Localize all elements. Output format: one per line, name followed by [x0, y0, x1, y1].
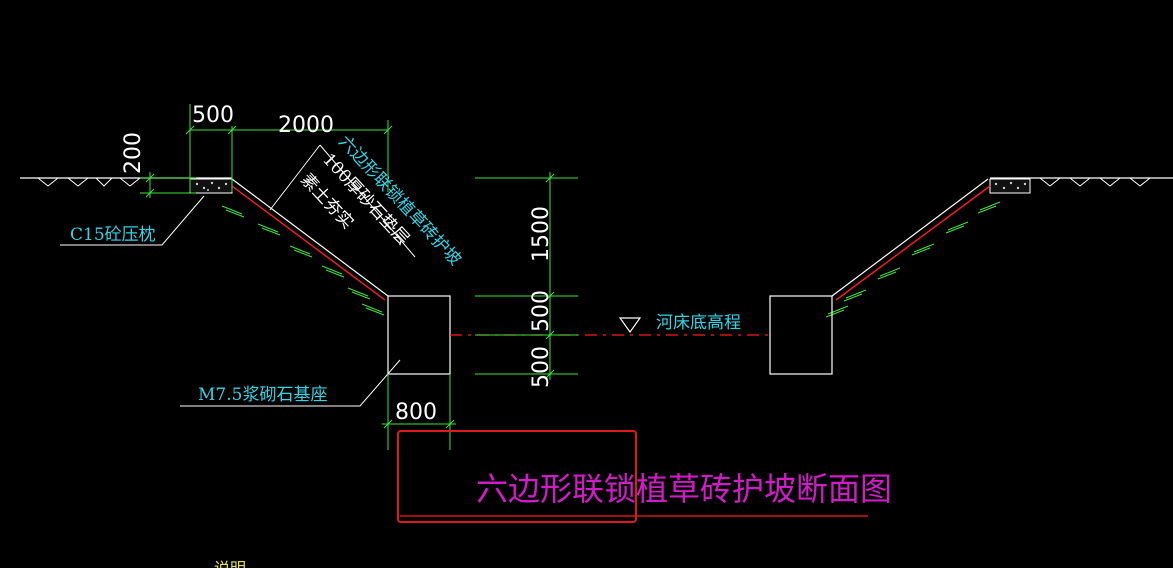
dim-1500-right: 1500 [529, 206, 554, 262]
right-dimension-lines [475, 172, 578, 380]
dim-2000-top: 2000 [278, 113, 334, 138]
slope-left-red [231, 185, 386, 301]
slope-right-hatch [825, 201, 1001, 318]
dim-500-top: 500 [192, 103, 234, 128]
dim-200-left: 200 [121, 132, 146, 174]
c15-label: C15砼压枕 [70, 225, 156, 245]
c15-leader [60, 195, 205, 246]
concrete-pillow-right-fill [994, 181, 1027, 190]
slope-left-hatch [221, 205, 385, 316]
stone-base-right [769, 295, 833, 375]
riverbed-marker-icon [618, 317, 642, 334]
dim-800-lines [382, 374, 456, 450]
dim-200-lines [140, 172, 196, 198]
ground-hatch-right [1039, 177, 1151, 187]
slope-right-red [835, 185, 991, 301]
m75-leader [180, 359, 401, 407]
slope-right-surface [831, 178, 989, 297]
concrete-pillow-left [189, 178, 233, 194]
stone-base-left [387, 295, 451, 375]
ground-hatch-left [37, 177, 141, 187]
layer-leader-bar [319, 144, 416, 258]
concrete-pillow-right [989, 178, 1031, 194]
top-dimension-lines [185, 104, 393, 192]
m75-label: M7.5浆砌石基座 [198, 385, 327, 405]
slope-left-surface [231, 178, 389, 297]
riverbed-label: 河床底高程 [656, 313, 741, 333]
highlight-box [397, 430, 637, 523]
concrete-pillow-left-fill [195, 181, 228, 191]
dim-500-right-lower: 500 [529, 346, 554, 388]
bottom-note-partial: 说明 [214, 559, 246, 568]
dim-800-bottom: 800 [395, 400, 437, 425]
drawing-title: 六边形联锁植草砖护坡断面图 [476, 470, 892, 508]
dim-500-right-upper: 500 [529, 290, 554, 332]
layer-leader-line [269, 144, 321, 211]
